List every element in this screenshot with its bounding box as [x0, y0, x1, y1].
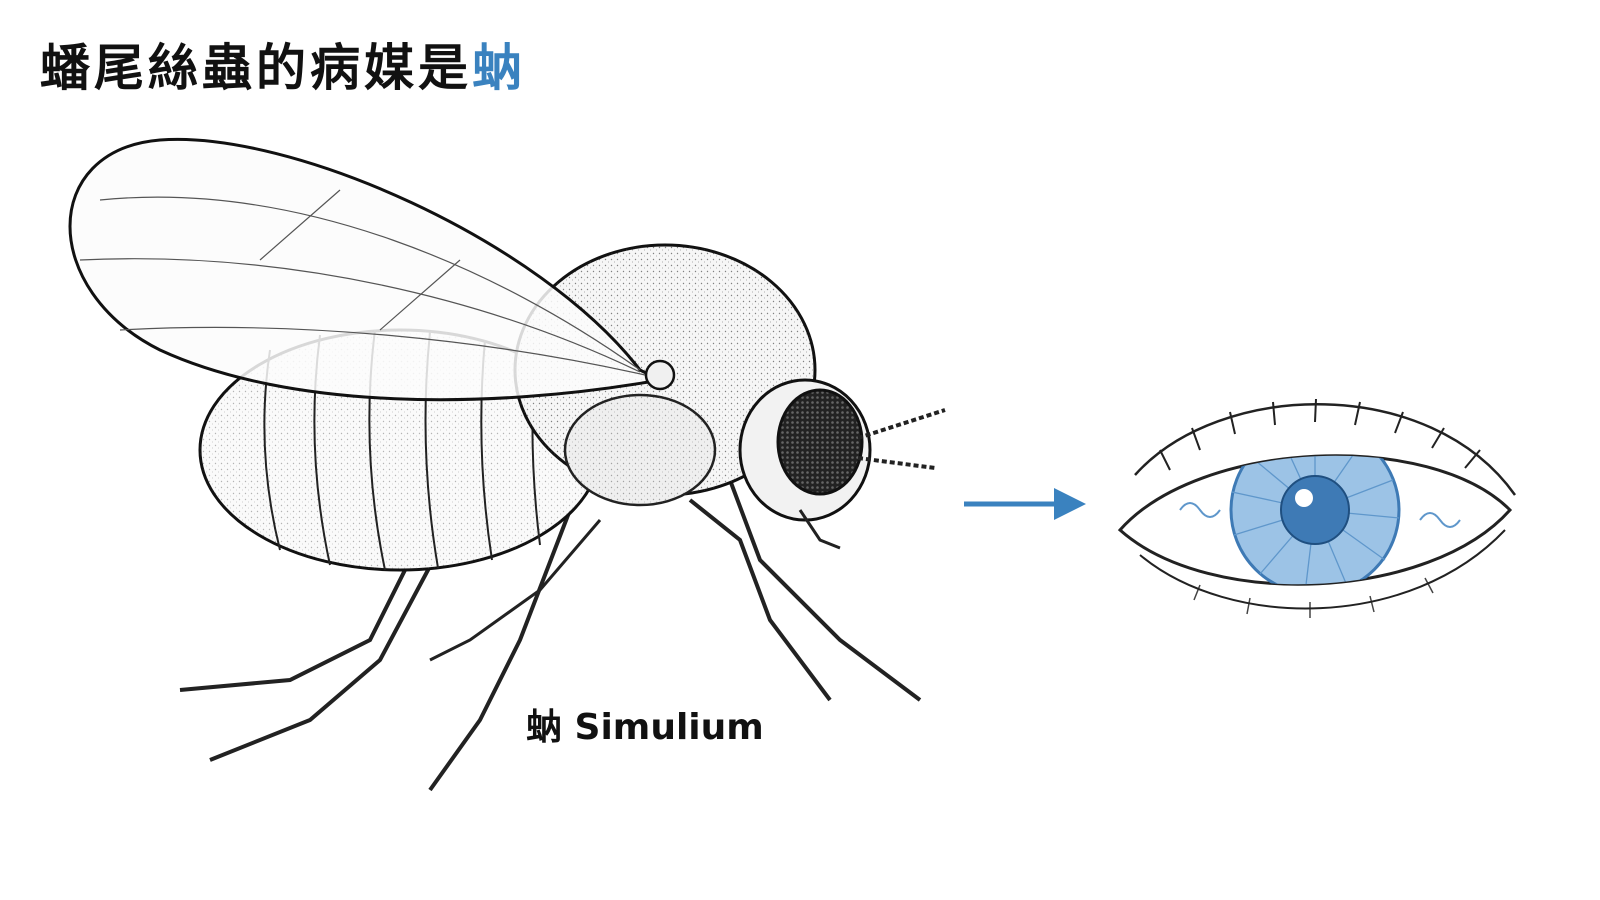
title-main: 蟠尾絲蟲的病媒是 [40, 39, 472, 97]
human-eye-illustration [1110, 370, 1530, 640]
title-accent: 蚋 [472, 39, 526, 97]
fly-caption: 蚋 Simulium [526, 707, 764, 748]
fly-thorax [513, 243, 817, 507]
page-title: 蟠尾絲蟲的病媒是蚋 [40, 28, 526, 100]
fly-wing [68, 137, 676, 402]
fly-head [738, 378, 946, 550]
pupil [1280, 475, 1350, 545]
fly-legs [179, 479, 922, 792]
black-fly-illustration [40, 120, 960, 820]
arrow-right-icon [960, 482, 1090, 526]
microfilaria-right [1419, 512, 1461, 528]
eyelashes [1159, 398, 1481, 471]
microfilaria-left [1179, 502, 1221, 518]
eyelid-crease [1134, 403, 1517, 496]
